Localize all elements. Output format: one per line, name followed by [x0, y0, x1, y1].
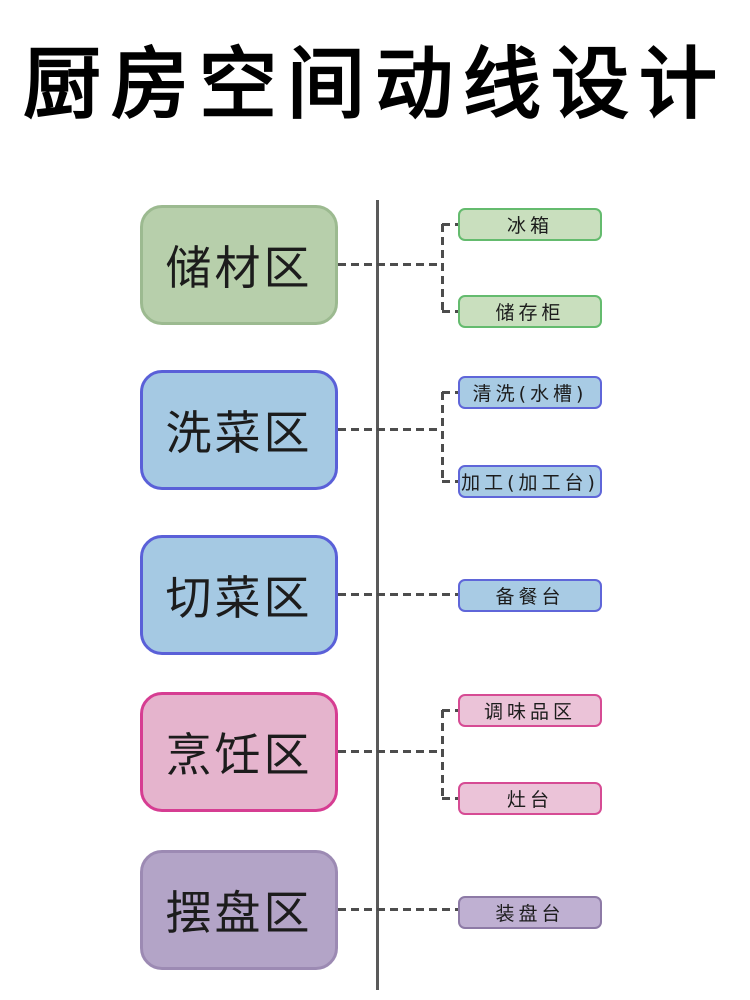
node-plating-table: 装盘台 — [458, 896, 602, 929]
zone-box-cutting: 切菜区 — [140, 535, 338, 655]
node-sink-washing: 清洗(水槽) — [458, 376, 602, 409]
connector-cooking-main — [338, 750, 442, 753]
zone-box-plating: 摆盘区 — [140, 850, 338, 970]
connector-storage-bracket — [441, 224, 444, 311]
connector-washing-sink-stub — [442, 391, 459, 394]
connector-cooking-bracket — [441, 710, 444, 798]
node-processing-table: 加工(加工台) — [458, 465, 602, 498]
connector-storage-cabinet-stub — [442, 310, 459, 313]
connector-washing-processing-stub — [442, 480, 459, 483]
node-stove: 灶台 — [458, 782, 602, 815]
connector-storage-fridge-stub — [442, 223, 459, 226]
connector-storage-main — [338, 263, 442, 266]
connector-cooking-seasoning-stub — [442, 709, 459, 712]
node-storage-cabinet: 储存柜 — [458, 295, 602, 328]
zone-box-washing: 洗菜区 — [140, 370, 338, 490]
node-prep-table: 备餐台 — [458, 579, 602, 612]
node-seasoning-area: 调味品区 — [458, 694, 602, 727]
connector-cutting-main — [338, 593, 458, 596]
node-fridge: 冰箱 — [458, 208, 602, 241]
page-title: 厨房空间动线设计 — [22, 40, 727, 130]
connector-washing-main — [338, 428, 442, 431]
connector-plating-main — [338, 908, 458, 911]
connector-washing-bracket — [441, 392, 444, 481]
connector-cooking-stove-stub — [442, 797, 459, 800]
zone-box-storage: 储材区 — [140, 205, 338, 325]
zone-box-cooking: 烹饪区 — [140, 692, 338, 812]
